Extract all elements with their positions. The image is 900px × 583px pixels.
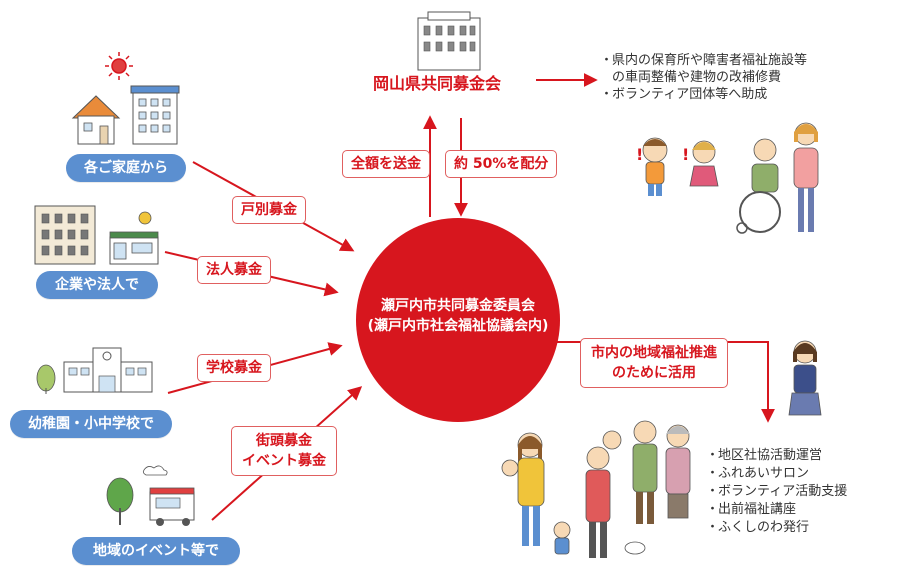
house-icon [71,95,121,145]
local-welfare-tag-line2: のために活用 [612,365,696,381]
source-events-pill: 地域のイベント等で [72,537,240,565]
list-item: ・ふくしのわ発行 [706,520,810,535]
svg-text:!: ! [636,145,643,164]
community-chest-committee-circle [356,218,560,422]
sun-icon [105,52,133,80]
local-welfare-tag-line1: 市内の地域福祉推進 [591,345,717,361]
list-item: の車両整備や建物の改補修費 [612,70,782,85]
prefecture-uses-list: ・県内の保育所や障害者福祉施設等 の車両整備や建物の改補修費 ・ボランティア団体… [600,52,807,103]
school-icon [36,347,153,394]
corporate-tag: 法人募金 [197,256,271,284]
list-item: ・ボランティア団体等へ助成 [600,87,768,102]
source-households-pill: 各ご家庭から [66,154,186,182]
apartment-icon [130,85,180,145]
volunteer-illustration [788,340,822,416]
prefecture-office-icon [417,11,481,71]
local-uses-list: ・地区社協活動運営 ・ふれあいサロン ・ボランティア活動支援 ・出前福祉講座 ・… [706,447,847,537]
street-event-tag: 街頭募金 イベント募金 [231,426,337,476]
local-welfare-tag: 市内の地域福祉推進 のために活用 [580,338,728,388]
committee-name-line2: (瀬戸内市社会福祉協議会内) [367,318,549,334]
committee-name: 瀬戸内市共同募金委員会 (瀬戸内市社会福祉協議会内) [356,296,560,336]
office-building-icon [34,205,96,265]
distribute-tag: 約 50%を配分 [445,150,558,178]
children-and-caregiver-illustration: ! ! [636,122,819,234]
school-tag: 学校募金 [197,354,271,382]
source-companies-pill: 企業や法人で [36,271,158,299]
prefecture-community-chest-title: 岡山県共同募金会 [373,74,502,93]
send-all-tag: 全額を送金 [342,150,430,178]
list-item: ・地区社協活動運営 [706,448,823,463]
list-item: ・出前福祉講座 [706,502,797,517]
street-event-tag-line2: イベント募金 [242,453,326,469]
svg-text:!: ! [682,145,689,164]
list-item: ・ボランティア活動支援 [706,484,848,499]
street-event-tag-line1: 街頭募金 [256,433,312,449]
committee-name-line1: 瀬戸内市共同募金委員会 [381,298,535,314]
door-to-door-tag: 戸別募金 [232,196,306,224]
food-truck-icon [142,465,195,526]
community-family-illustration [501,420,691,558]
source-schools-pill: 幼稚園・小中学校で [10,410,172,438]
list-item: ・県内の保育所や障害者福祉施設等 [600,53,808,68]
tree-icon [106,477,134,525]
list-item: ・ふれあいサロン [706,466,810,481]
shop-icon [109,211,159,265]
